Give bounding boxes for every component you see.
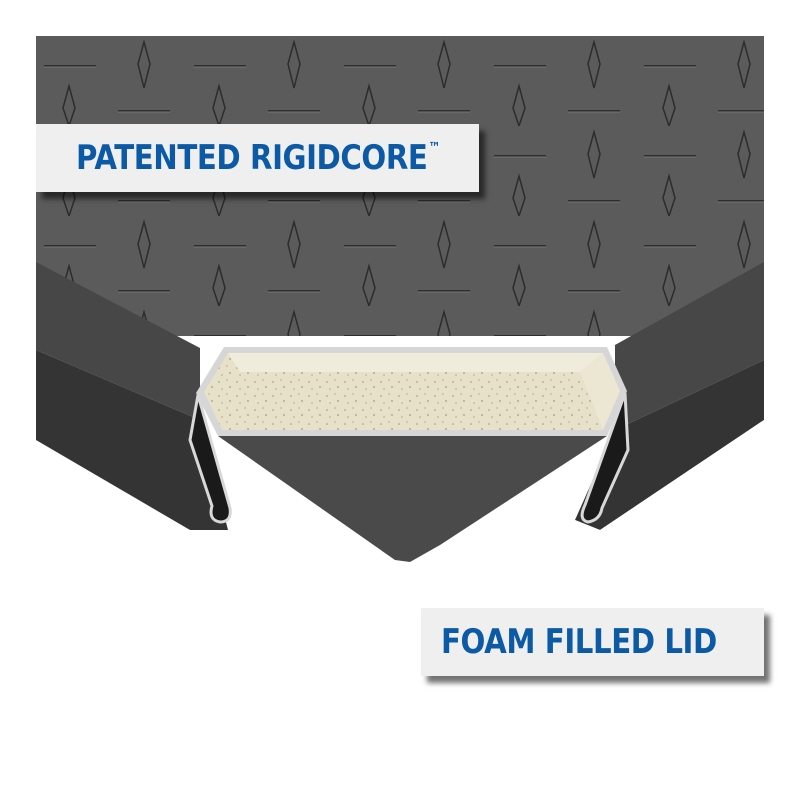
rigidcore-text: PATENTED RIGIDCORE bbox=[76, 138, 428, 178]
trademark-symbol: ™ bbox=[428, 140, 441, 156]
foam-right-bevel bbox=[580, 353, 620, 430]
mat-left-bevel bbox=[36, 262, 200, 420]
foam-filled-label-text: FOAM FILLED LID bbox=[441, 622, 717, 662]
left-rolled-lip bbox=[188, 394, 232, 524]
foam-core bbox=[204, 353, 620, 430]
mat-right-bevel bbox=[615, 262, 764, 430]
foam-filled-label: FOAM FILLED LID bbox=[421, 608, 764, 676]
mat-underside bbox=[218, 436, 607, 562]
right-rolled-lip bbox=[580, 392, 630, 524]
rigidcore-label: PATENTED RIGIDCORE™ bbox=[36, 124, 479, 192]
mat-right-front bbox=[575, 360, 764, 530]
rigidcore-label-text: PATENTED RIGIDCORE™ bbox=[76, 138, 440, 178]
foam-top-bevel bbox=[228, 353, 603, 372]
background-mask bbox=[0, 420, 800, 800]
mat-left-front bbox=[36, 350, 228, 530]
